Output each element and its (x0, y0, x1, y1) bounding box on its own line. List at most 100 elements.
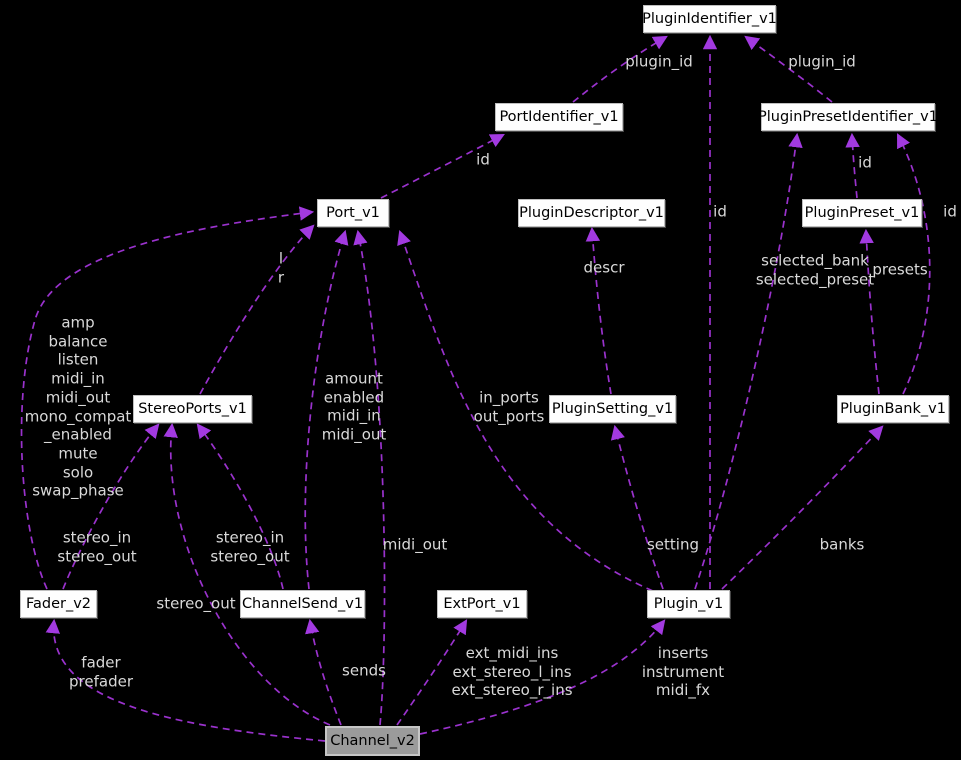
node-PluginBank_v1[interactable]: PluginBank_v1 (837, 395, 949, 423)
edge-label-line: plugin_id (788, 52, 856, 71)
edge-PluginPreset_v1--PluginPresetIdentifier_v1 (845, 132, 860, 199)
node-PluginPresetIdentifier_v1[interactable]: PluginPresetIdentifier_v1 (758, 103, 938, 131)
edge-label-line: balance (48, 332, 108, 351)
edge-label-line: stereo_in (62, 528, 132, 547)
edge-label-line: midi_in (51, 369, 105, 388)
edge-label-line: ext_midi_ins (465, 643, 559, 662)
edge-label-line: midi_out (45, 388, 111, 407)
edge-Channel_v2--ExtPort_v1 (396, 619, 468, 726)
edge-label-line: midi_fx (655, 681, 711, 700)
edge-label-line: plugin_id (625, 52, 693, 71)
edge-label-line: midi_out (382, 535, 448, 554)
node-Plugin_v1[interactable]: Plugin_v1 (647, 590, 730, 618)
edge-label-line: descr (583, 258, 625, 277)
edge-PluginBank_v1--PluginPreset_v1 (859, 228, 880, 395)
edge-Channel_v2--Fader_v2 (45, 618, 326, 742)
edge-label-Plugin_v1--PluginSetting_v1: setting (647, 536, 699, 555)
edge-label-line: stereo_out (57, 547, 137, 565)
edge-Channel_v2--Plugin_v1 (419, 619, 666, 735)
edge-paths (20, 34, 931, 742)
edge-label-line: banks (819, 535, 865, 554)
edge-label-line: midi_out (321, 425, 387, 444)
edge-label-PluginBank_v1--PluginPresetIdentifier_v1: id (943, 203, 957, 222)
node-PortIdentifier_v1[interactable]: PortIdentifier_v1 (495, 103, 623, 131)
edge-label-Channel_v2--ChannelSend_v1: sends (342, 662, 386, 681)
edge-label-line: id (858, 153, 872, 172)
edge-label-line: mono_compat (24, 407, 132, 425)
node-PluginPreset_v1[interactable]: PluginPreset_v1 (802, 199, 922, 227)
edge-Port_v1--PortIdentifier_v1 (380, 133, 505, 199)
node-Fader_v2[interactable]: Fader_v2 (20, 590, 97, 618)
edge-label-line: listen (57, 350, 99, 369)
edge-label-PluginSetting_v1--PluginDescriptor_v1: descr (584, 259, 625, 278)
node-ChannelSend_v1[interactable]: ChannelSend_v1 (240, 590, 365, 618)
edge-label-line: amp (61, 313, 95, 332)
node-Port_v1[interactable]: Port_v1 (317, 199, 389, 227)
edge-Plugin_v1--Port_v1 (397, 229, 654, 592)
edge-label-line: instrument (641, 662, 725, 681)
edge-label-PortIdentifier_v1--PluginIdentifier_v1: plugin_id (625, 53, 693, 72)
edge-label-line: id (713, 202, 727, 221)
edge-label-line: enabled (323, 388, 385, 407)
edge-Channel_v2--ChannelSend_v1 (305, 618, 342, 726)
edge-label-line: stereo_out (210, 547, 290, 565)
edge-label-line: inserts (657, 643, 709, 662)
edge-label-line: swap_phase (32, 481, 124, 500)
edge-label-line: prefader (69, 672, 133, 690)
edge-label-Channel_v2--Port_v1: midi_out (383, 536, 448, 555)
edge-ChannelSend_v1--StereoPorts_v1 (196, 423, 284, 590)
edge-label-line: midi_in (327, 407, 381, 425)
node-ExtPort_v1[interactable]: ExtPort_v1 (437, 590, 527, 618)
edge-label-Plugin_v1--PluginIdentifier_v1: id (713, 203, 727, 222)
edge-Fader_v2--StereoPorts_v1 (62, 423, 160, 590)
node-Channel_v2[interactable]: Channel_v2 (325, 726, 420, 756)
edge-label-line: sends (342, 661, 386, 680)
edge-label-Port_v1--PortIdentifier_v1: id (476, 151, 490, 170)
edge-PluginBank_v1--PluginPresetIdentifier_v1 (897, 133, 931, 395)
edge-Plugin_v1--PluginPresetIdentifier_v1 (694, 132, 803, 590)
edge-StereoPorts_v1--Port_v1 (199, 224, 315, 395)
edge-ChannelSend_v1--Port_v1 (304, 229, 349, 590)
edge-Channel_v2--Port_v1 (353, 229, 386, 726)
edge-Channel_v2--StereoPorts_v1 (163, 422, 331, 726)
edge-label-line: id (476, 150, 490, 169)
edge-label-line: mute (58, 444, 98, 463)
edge-PluginSetting_v1--PluginDescriptor_v1 (585, 226, 612, 395)
node-StereoPorts_v1[interactable]: StereoPorts_v1 (133, 395, 252, 423)
edge-label-line: ext_stereo_r_ins (451, 681, 573, 700)
edge-label-line: in_ports (479, 388, 539, 407)
edge-label-line: out_ports (473, 407, 545, 425)
edge-label-line: presets (872, 260, 928, 279)
node-PluginSetting_v1[interactable]: PluginSetting_v1 (549, 395, 676, 423)
edge-label-PluginPreset_v1--PluginPresetIdentifier_v1: id (858, 154, 872, 173)
edge-PluginPresetIdentifier_v1--PluginIdentifier_v1 (744, 35, 833, 103)
edge-label-line: stereo_in (215, 528, 285, 547)
edge-label-line: setting (646, 535, 700, 554)
edge-label-line: _enabled (44, 425, 112, 444)
edge-label-line: ext_stereo_l_ins (452, 662, 572, 681)
node-PluginDescriptor_v1[interactable]: PluginDescriptor_v1 (518, 199, 665, 227)
edge-label-Channel_v2--StereoPorts_v1: stereo_out (156, 595, 235, 614)
edge-label-line: selected_preset (755, 270, 875, 288)
node-PluginIdentifier_v1[interactable]: PluginIdentifier_v1 (642, 5, 777, 33)
edge-label-Plugin_v1--PluginBank_v1: banks (820, 536, 865, 555)
edge-label-line: selected_bank (761, 251, 869, 270)
edge-Plugin_v1--PluginSetting_v1 (610, 424, 664, 590)
edge-label-line: fader (81, 653, 121, 672)
edge-label-line: l (278, 249, 284, 268)
edge-label-line: amount (325, 369, 383, 388)
edge-label-line: r (277, 268, 285, 286)
edge-PortIdentifier_v1--PluginIdentifier_v1 (572, 35, 668, 103)
edge-label-line: id (943, 202, 957, 221)
